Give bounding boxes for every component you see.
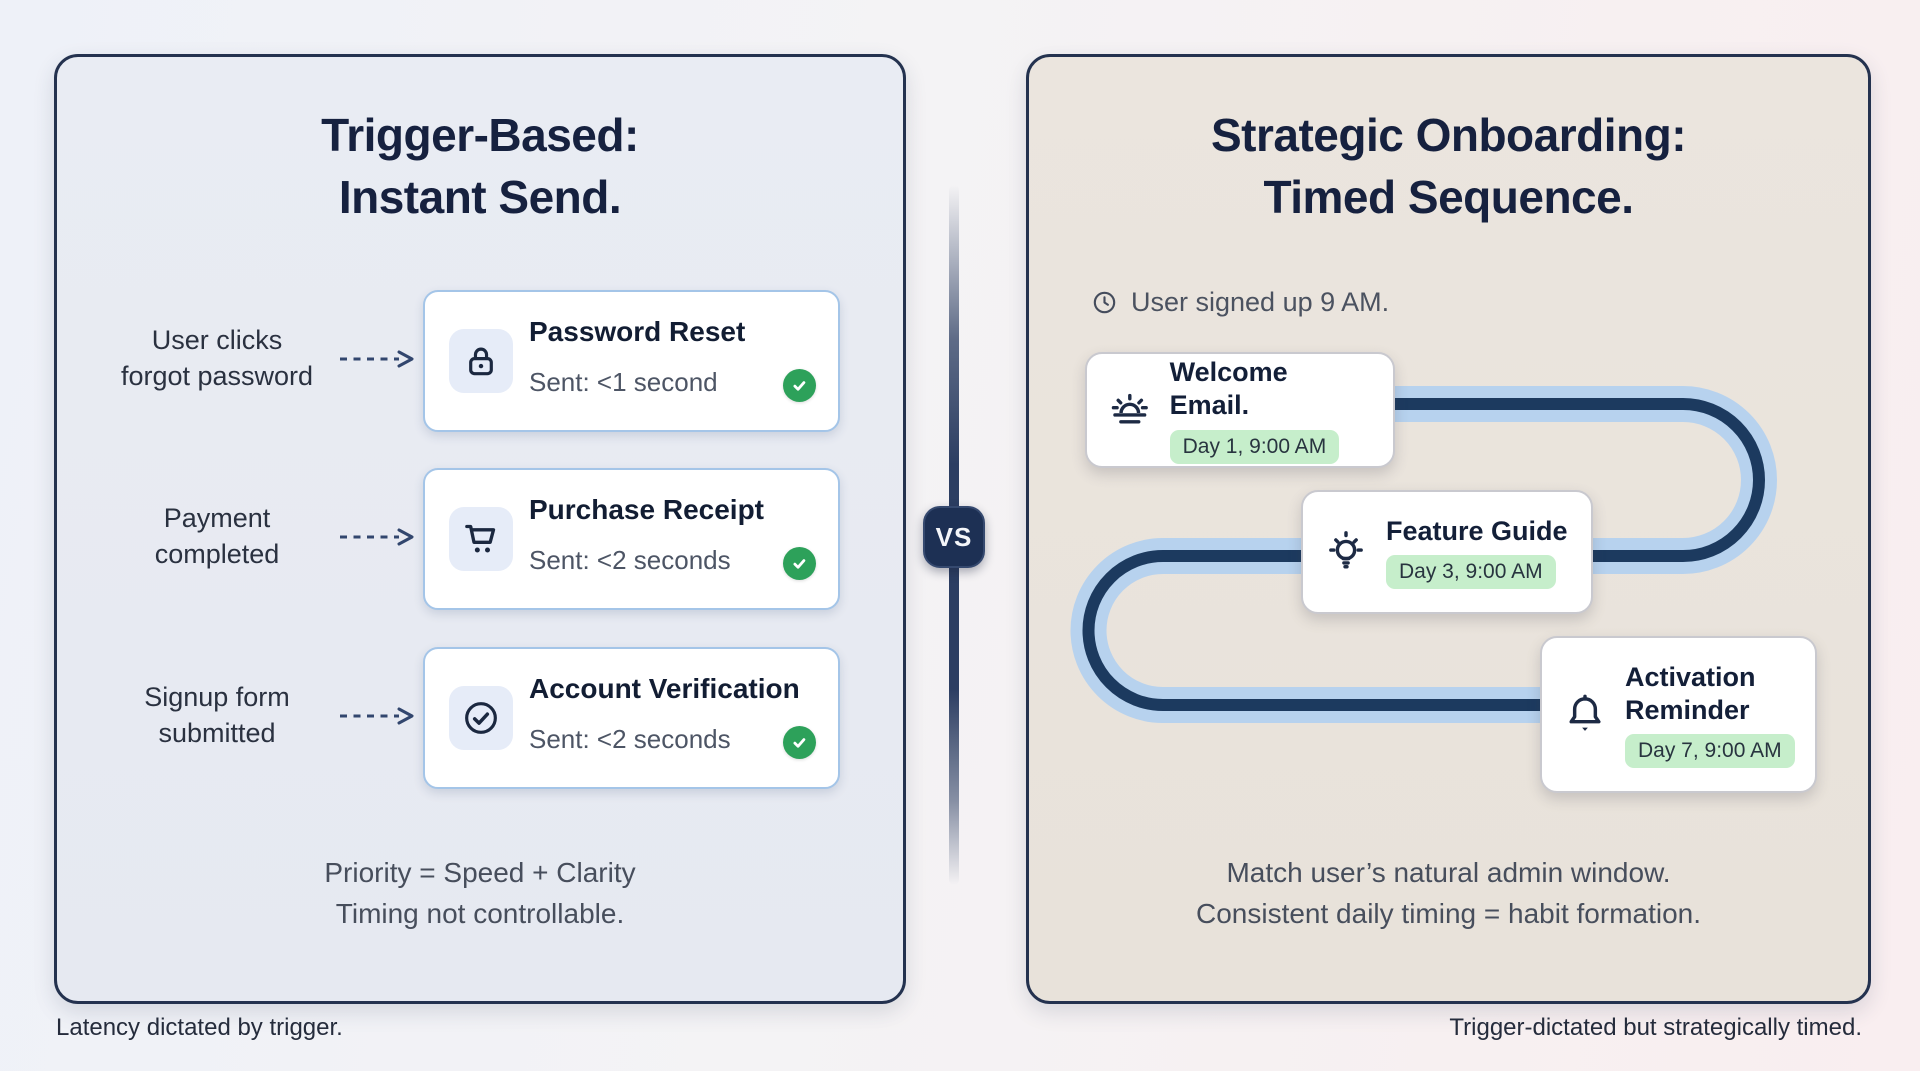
left-panel-title: Trigger-Based: Instant Send. <box>57 105 903 228</box>
trigger-label-line: Payment <box>163 503 271 534</box>
step-card-welcome-email: Welcome Email. Day 1, 9:00 AM <box>1085 352 1395 468</box>
dashed-arrow-icon <box>340 528 414 546</box>
card-title: Purchase Receipt <box>529 494 764 525</box>
step-title: Welcome Email. <box>1169 357 1288 420</box>
right-bottom-caption: Trigger-dictated but strategically timed… <box>1449 1014 1862 1041</box>
sent-check-icon <box>783 726 816 759</box>
trigger-label-line: forgot password <box>120 361 314 391</box>
signup-note-text: User signed up 9 AM. <box>1131 287 1390 317</box>
trigger-label-line: User clicks <box>151 325 283 356</box>
sent-check-icon <box>783 547 816 580</box>
icon-tile <box>449 507 513 571</box>
footer-line: Consistent daily timing = habit formatio… <box>1195 898 1702 930</box>
step-card-feature-guide: Feature Guide Day 3, 9:00 AM <box>1301 490 1593 614</box>
card-title: Password Reset <box>529 316 746 347</box>
signup-note: User signed up 9 AM. <box>1091 287 1389 318</box>
right-title-line2: Timed Sequence. <box>1263 170 1634 223</box>
bell-icon <box>1569 694 1601 731</box>
lock-icon <box>469 347 493 376</box>
trigger-label-line: completed <box>154 539 280 569</box>
left-panel-footer: Priority = Speed + Clarity Timing not co… <box>57 852 903 935</box>
step-content: Welcome Email. Day 1, 9:00 AM <box>1169 356 1373 464</box>
dashed-arrow-icon <box>340 707 414 725</box>
left-bottom-caption: Latency dictated by trigger. <box>56 1014 343 1041</box>
trigger-label-forgot-password: User clicks forgot password <box>87 321 347 397</box>
card-title: Account Verification <box>529 673 800 704</box>
cart-icon <box>465 524 496 553</box>
lightbulb-icon <box>1329 531 1363 569</box>
card-status: Sent: <1 second <box>529 367 718 397</box>
footer-line: Priority = Speed + Clarity <box>324 857 636 888</box>
footer-line: Match user’s natural admin window. <box>1226 857 1671 888</box>
trigger-based-panel: Trigger-Based: Instant Send. User clicks … <box>54 54 906 1004</box>
trigger-label-line: Signup form <box>144 682 290 713</box>
trigger-label-line: submitted <box>158 718 276 748</box>
left-title-line1: Trigger-Based: <box>321 109 639 161</box>
step-card-activation-reminder: Activation Reminder Day 7, 9:00 AM <box>1540 636 1817 793</box>
strategic-onboarding-panel: Strategic Onboarding: Timed Sequence. Use… <box>1026 54 1871 1004</box>
email-card-password-reset: Password Reset Sent: <1 second <box>423 290 840 432</box>
icon-tile <box>449 686 513 750</box>
vs-badge: VS <box>923 506 985 568</box>
icon-tile <box>449 329 513 393</box>
email-card-account-verification: Account Verification Sent: <2 seconds <box>423 647 840 789</box>
sent-check-icon <box>783 369 816 402</box>
schedule-badge: Day 3, 9:00 AM <box>1386 555 1556 590</box>
check-circle-icon <box>465 702 497 734</box>
footer-line: Timing not controllable. <box>335 898 625 930</box>
left-title-line2: Instant Send. <box>338 170 622 223</box>
trigger-label-signup: Signup form submitted <box>87 678 347 754</box>
email-card-purchase-receipt: Purchase Receipt Sent: <2 seconds <box>423 468 840 610</box>
card-status: Sent: <2 seconds <box>529 545 731 575</box>
right-panel-footer: Match user’s natural admin window. Consi… <box>1029 852 1868 935</box>
clock-icon <box>1093 291 1116 314</box>
step-title: Activation Reminder <box>1625 661 1756 725</box>
card-status: Sent: <2 seconds <box>529 724 731 754</box>
right-panel-title: Strategic Onboarding: Timed Sequence. <box>1029 105 1868 228</box>
trigger-label-payment: Payment completed <box>87 499 347 575</box>
step-content: Feature Guide Day 3, 9:00 AM <box>1386 515 1568 590</box>
right-title-line1: Strategic Onboarding: <box>1210 109 1687 161</box>
schedule-badge: Day 1, 9:00 AM <box>1169 429 1340 464</box>
schedule-badge: Day 7, 9:00 AM <box>1625 734 1795 769</box>
step-content: Activation Reminder Day 7, 9:00 AM <box>1625 661 1795 769</box>
dashed-arrow-icon <box>340 350 414 368</box>
sunrise-icon <box>1111 393 1148 424</box>
step-title: Feature Guide <box>1386 515 1568 546</box>
